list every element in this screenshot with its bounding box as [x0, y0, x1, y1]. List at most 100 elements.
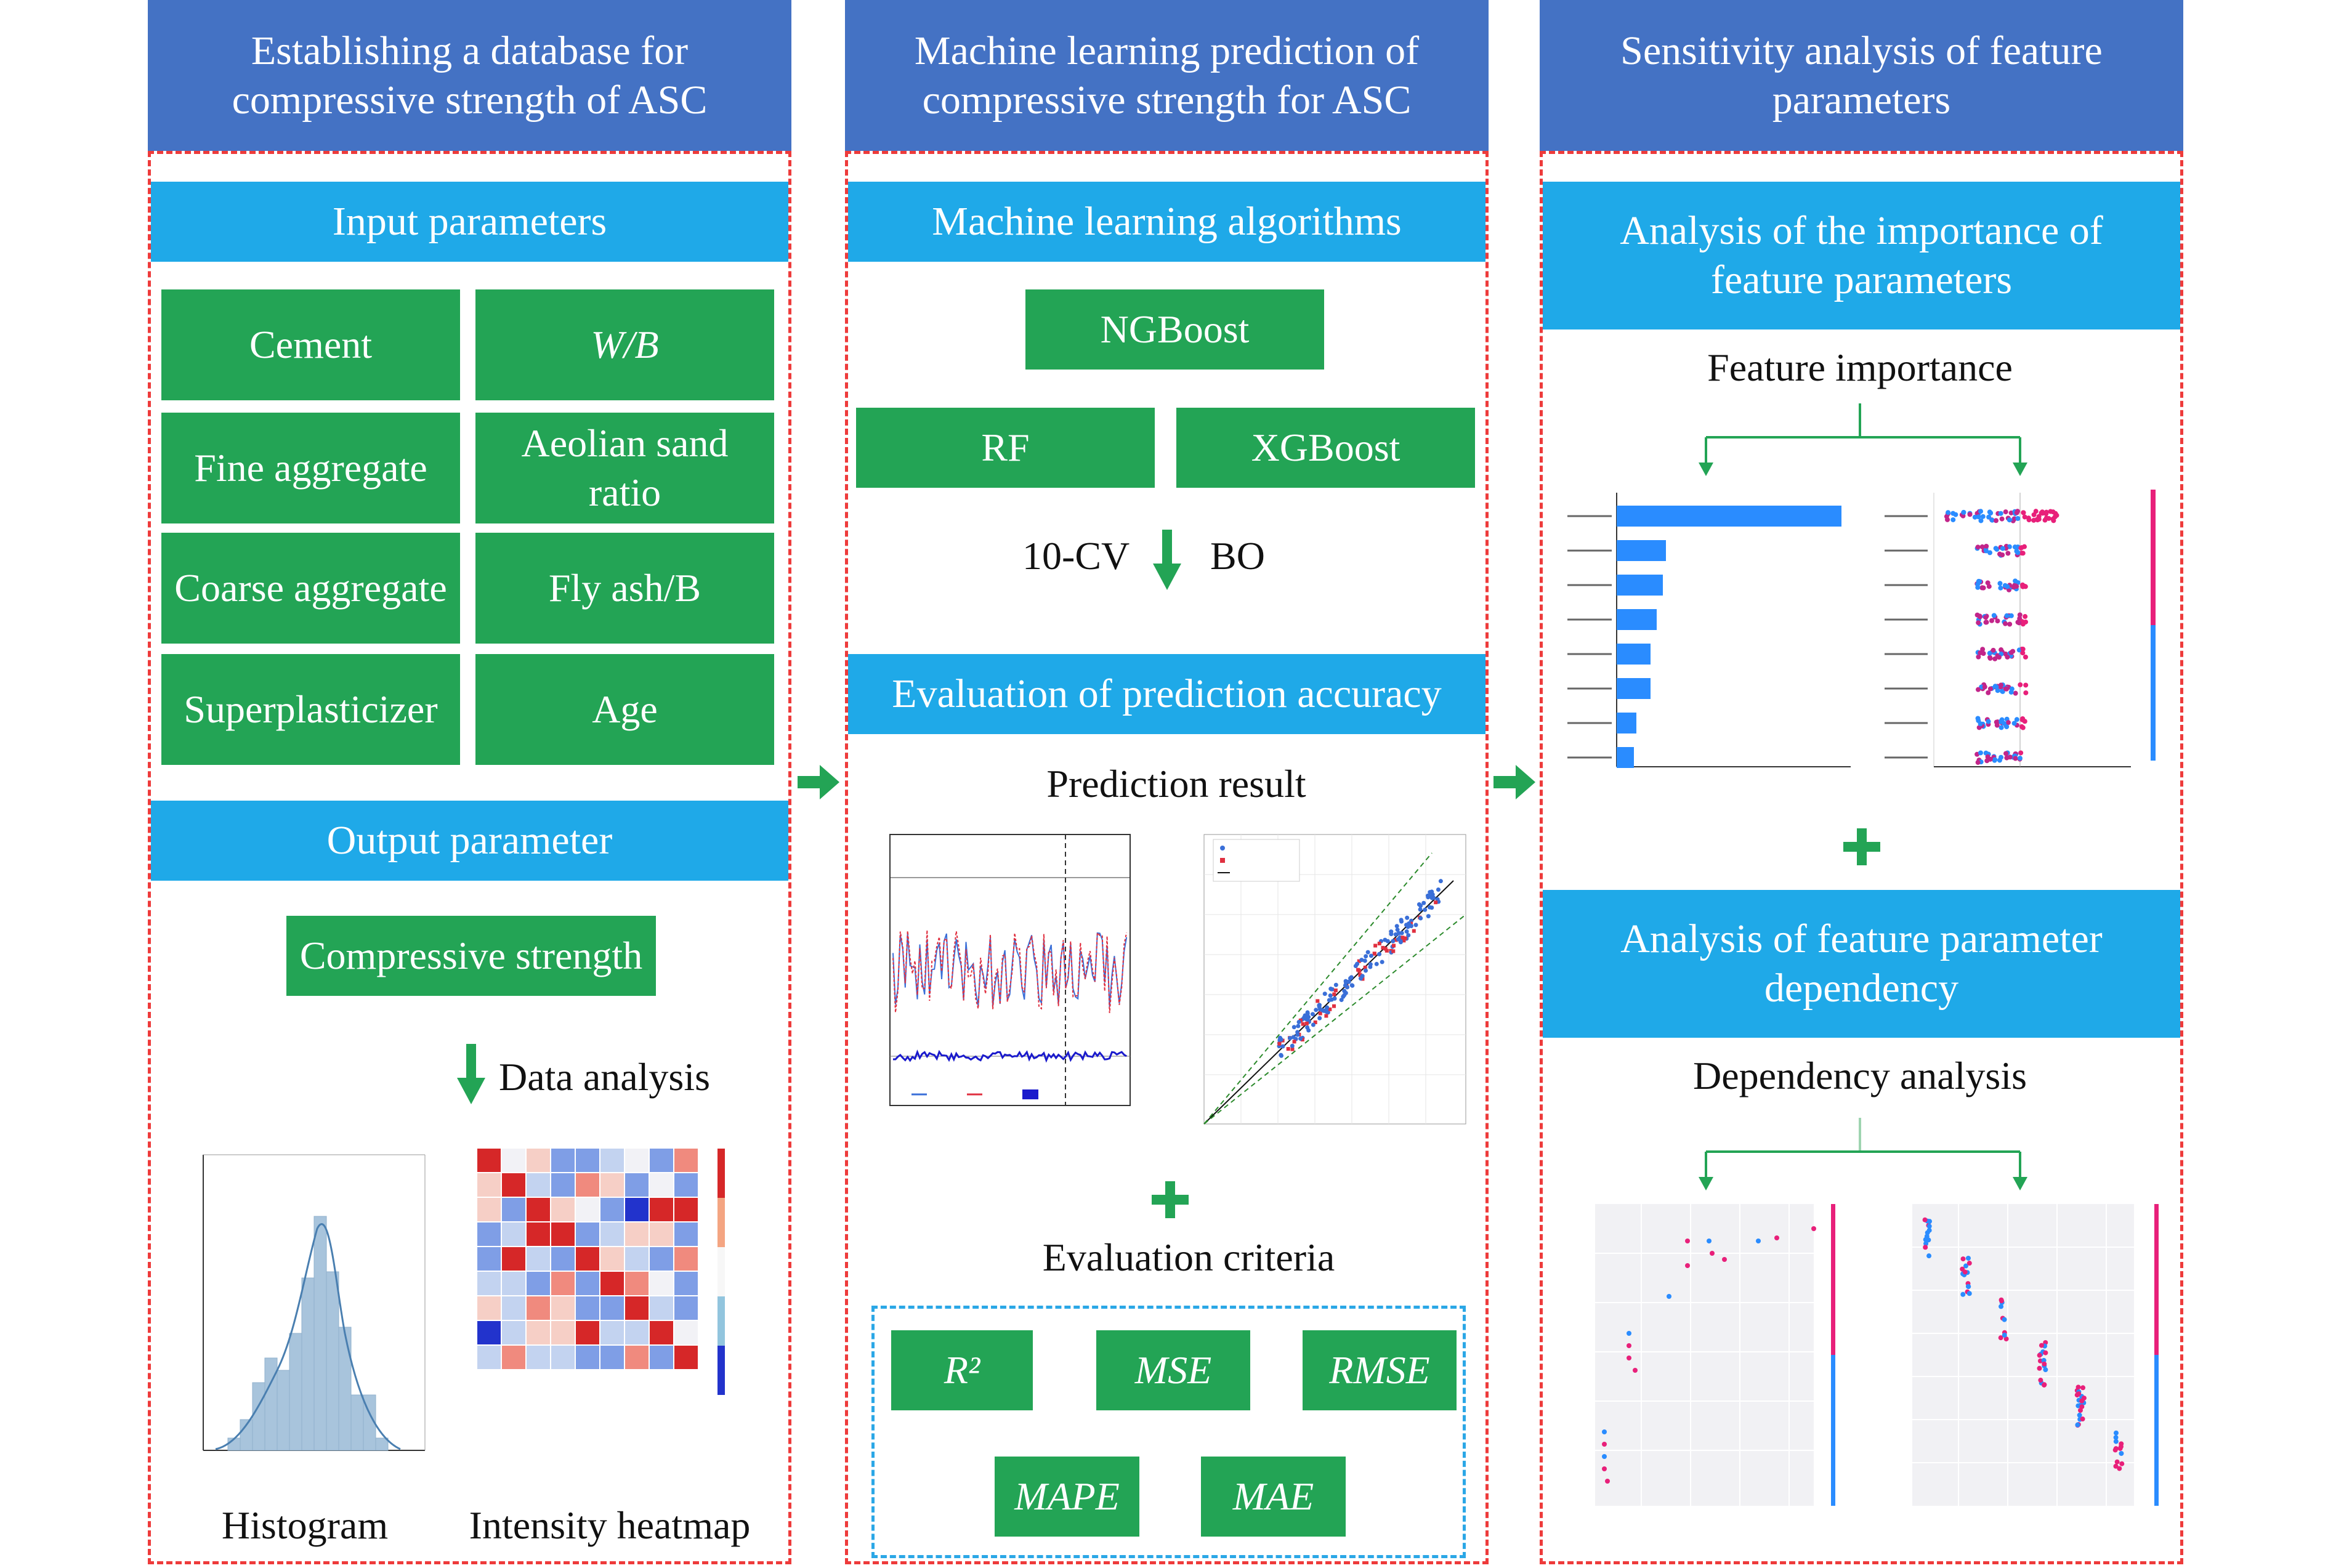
shap-point — [2014, 717, 2019, 722]
dependency-aeolian-point — [1966, 1284, 1971, 1290]
shap-point — [1997, 581, 2003, 586]
dependency-age-point — [1774, 1235, 1779, 1240]
dependency-aeolian-point — [2075, 1422, 2080, 1428]
output-parameter-title: Output parameter — [326, 818, 613, 863]
dependency-age-point — [1710, 1251, 1715, 1256]
dependency-aeolian-point — [2119, 1441, 2124, 1447]
train-point — [1342, 993, 1347, 998]
shap-point — [1999, 682, 2004, 688]
dependency-aeolian-point — [2079, 1398, 2085, 1404]
column-3-frame — [1540, 151, 2183, 1564]
train-point — [1339, 998, 1344, 1003]
true-vs-predicted-chart — [1173, 828, 1475, 1167]
shap-point — [1978, 750, 1983, 756]
data-analysis-label: Data analysis — [499, 1055, 710, 1099]
heatmap-cell — [600, 1198, 624, 1221]
train-point — [1399, 919, 1404, 924]
hist-bar — [252, 1382, 265, 1451]
heatmap-cell — [625, 1222, 649, 1246]
heatmap-cell — [576, 1346, 599, 1369]
test-point — [1358, 973, 1362, 977]
test-point — [1403, 936, 1407, 940]
shap-point — [1975, 687, 1981, 692]
dependency-age-chart — [1555, 1198, 1848, 1543]
dependency-aeolian-point — [2042, 1382, 2047, 1388]
shap-point — [2003, 686, 2008, 692]
prediction-time-series-chart — [859, 828, 1155, 1167]
shap-point — [2003, 751, 2009, 756]
shap-point — [2023, 654, 2028, 660]
input-aeolian-sand-ratio-label: Aeolian sand ratio — [521, 421, 729, 514]
train-point — [1396, 937, 1400, 942]
arrow-down-icon — [1699, 1177, 1713, 1190]
input-wb: W/B — [475, 289, 774, 400]
importance-bar — [1617, 506, 1841, 527]
train-point — [1348, 976, 1353, 980]
heatmap-cell — [650, 1173, 673, 1197]
input-parameters-bar: Input parameters — [151, 182, 788, 262]
input-wb-label: W/B — [591, 323, 659, 366]
shap-point — [1976, 725, 1982, 730]
test-point — [1328, 1007, 1332, 1011]
test-point — [1372, 952, 1376, 956]
dependency-age-point — [1685, 1239, 1690, 1243]
shap-point — [1961, 509, 1966, 515]
shap-point — [1999, 725, 2004, 730]
train-point — [1279, 1053, 1284, 1058]
dependency-age-point — [1685, 1263, 1690, 1268]
histogram-chart — [179, 1149, 431, 1487]
test-point — [1373, 944, 1378, 948]
test-point — [1304, 1021, 1309, 1025]
test-point — [1298, 1018, 1303, 1022]
algo-ngboost-label: NGBoost — [1100, 307, 1250, 351]
train-point — [1426, 914, 1431, 919]
train-point — [1296, 1024, 1301, 1028]
dependency-aeolian-point — [2113, 1430, 2119, 1436]
train-point — [1418, 903, 1423, 908]
train-point — [1365, 950, 1370, 955]
train-point — [1398, 940, 1403, 945]
importance-title: Analysis of the importance of feature pa… — [1620, 208, 2103, 302]
dependency-age-point — [1707, 1239, 1712, 1243]
input-aeolian-sand-ratio: Aeolian sand ratio — [475, 413, 774, 523]
train-point — [1368, 953, 1373, 958]
heatmap-cell — [674, 1272, 698, 1295]
heatmap-cell — [551, 1346, 575, 1369]
shap-point — [2005, 654, 2010, 660]
train-point — [1349, 983, 1354, 988]
arrow-down-icon — [457, 1044, 485, 1104]
heatmap-cell — [502, 1321, 525, 1344]
input-coarse-aggregate-label: Coarse aggregate — [174, 566, 447, 610]
dependency-aeolian-point — [1966, 1291, 1972, 1296]
heatmap-cell — [502, 1296, 525, 1320]
arrow-down-icon — [2013, 1177, 2027, 1190]
plus-icon — [1843, 828, 1880, 865]
train-point — [1355, 961, 1360, 966]
train-point — [1305, 1011, 1310, 1016]
shap-point — [2017, 756, 2023, 761]
histogram-label: Histogram — [221, 1503, 389, 1547]
dependency-aeolian-point — [1960, 1291, 1966, 1297]
test-point — [1434, 900, 1438, 905]
shap-point — [2007, 517, 2012, 523]
heatmap-cell — [674, 1321, 698, 1344]
dependency-bar: Analysis of feature parameter dependency — [1543, 890, 2180, 1038]
heatmap-cell — [477, 1247, 501, 1271]
scatter-legend — [1213, 839, 1300, 882]
train-point — [1333, 982, 1338, 987]
heatmap-cell — [551, 1149, 575, 1172]
shap-point — [2018, 750, 2024, 756]
heatmap-cell — [477, 1321, 501, 1344]
input-fly-ash-label: Fly ash/B — [548, 566, 701, 610]
shap-point — [1953, 512, 1958, 517]
shap-point — [1987, 509, 1992, 515]
test-point — [1363, 965, 1367, 969]
train-point — [1399, 931, 1404, 936]
train-point — [1358, 976, 1363, 981]
test-point — [1332, 992, 1336, 996]
shap-point — [1989, 517, 1995, 523]
heatmap-cell — [551, 1247, 575, 1271]
test-point — [1381, 945, 1385, 950]
importance-bar — [1617, 609, 1657, 630]
heatmap-cell — [650, 1198, 673, 1221]
